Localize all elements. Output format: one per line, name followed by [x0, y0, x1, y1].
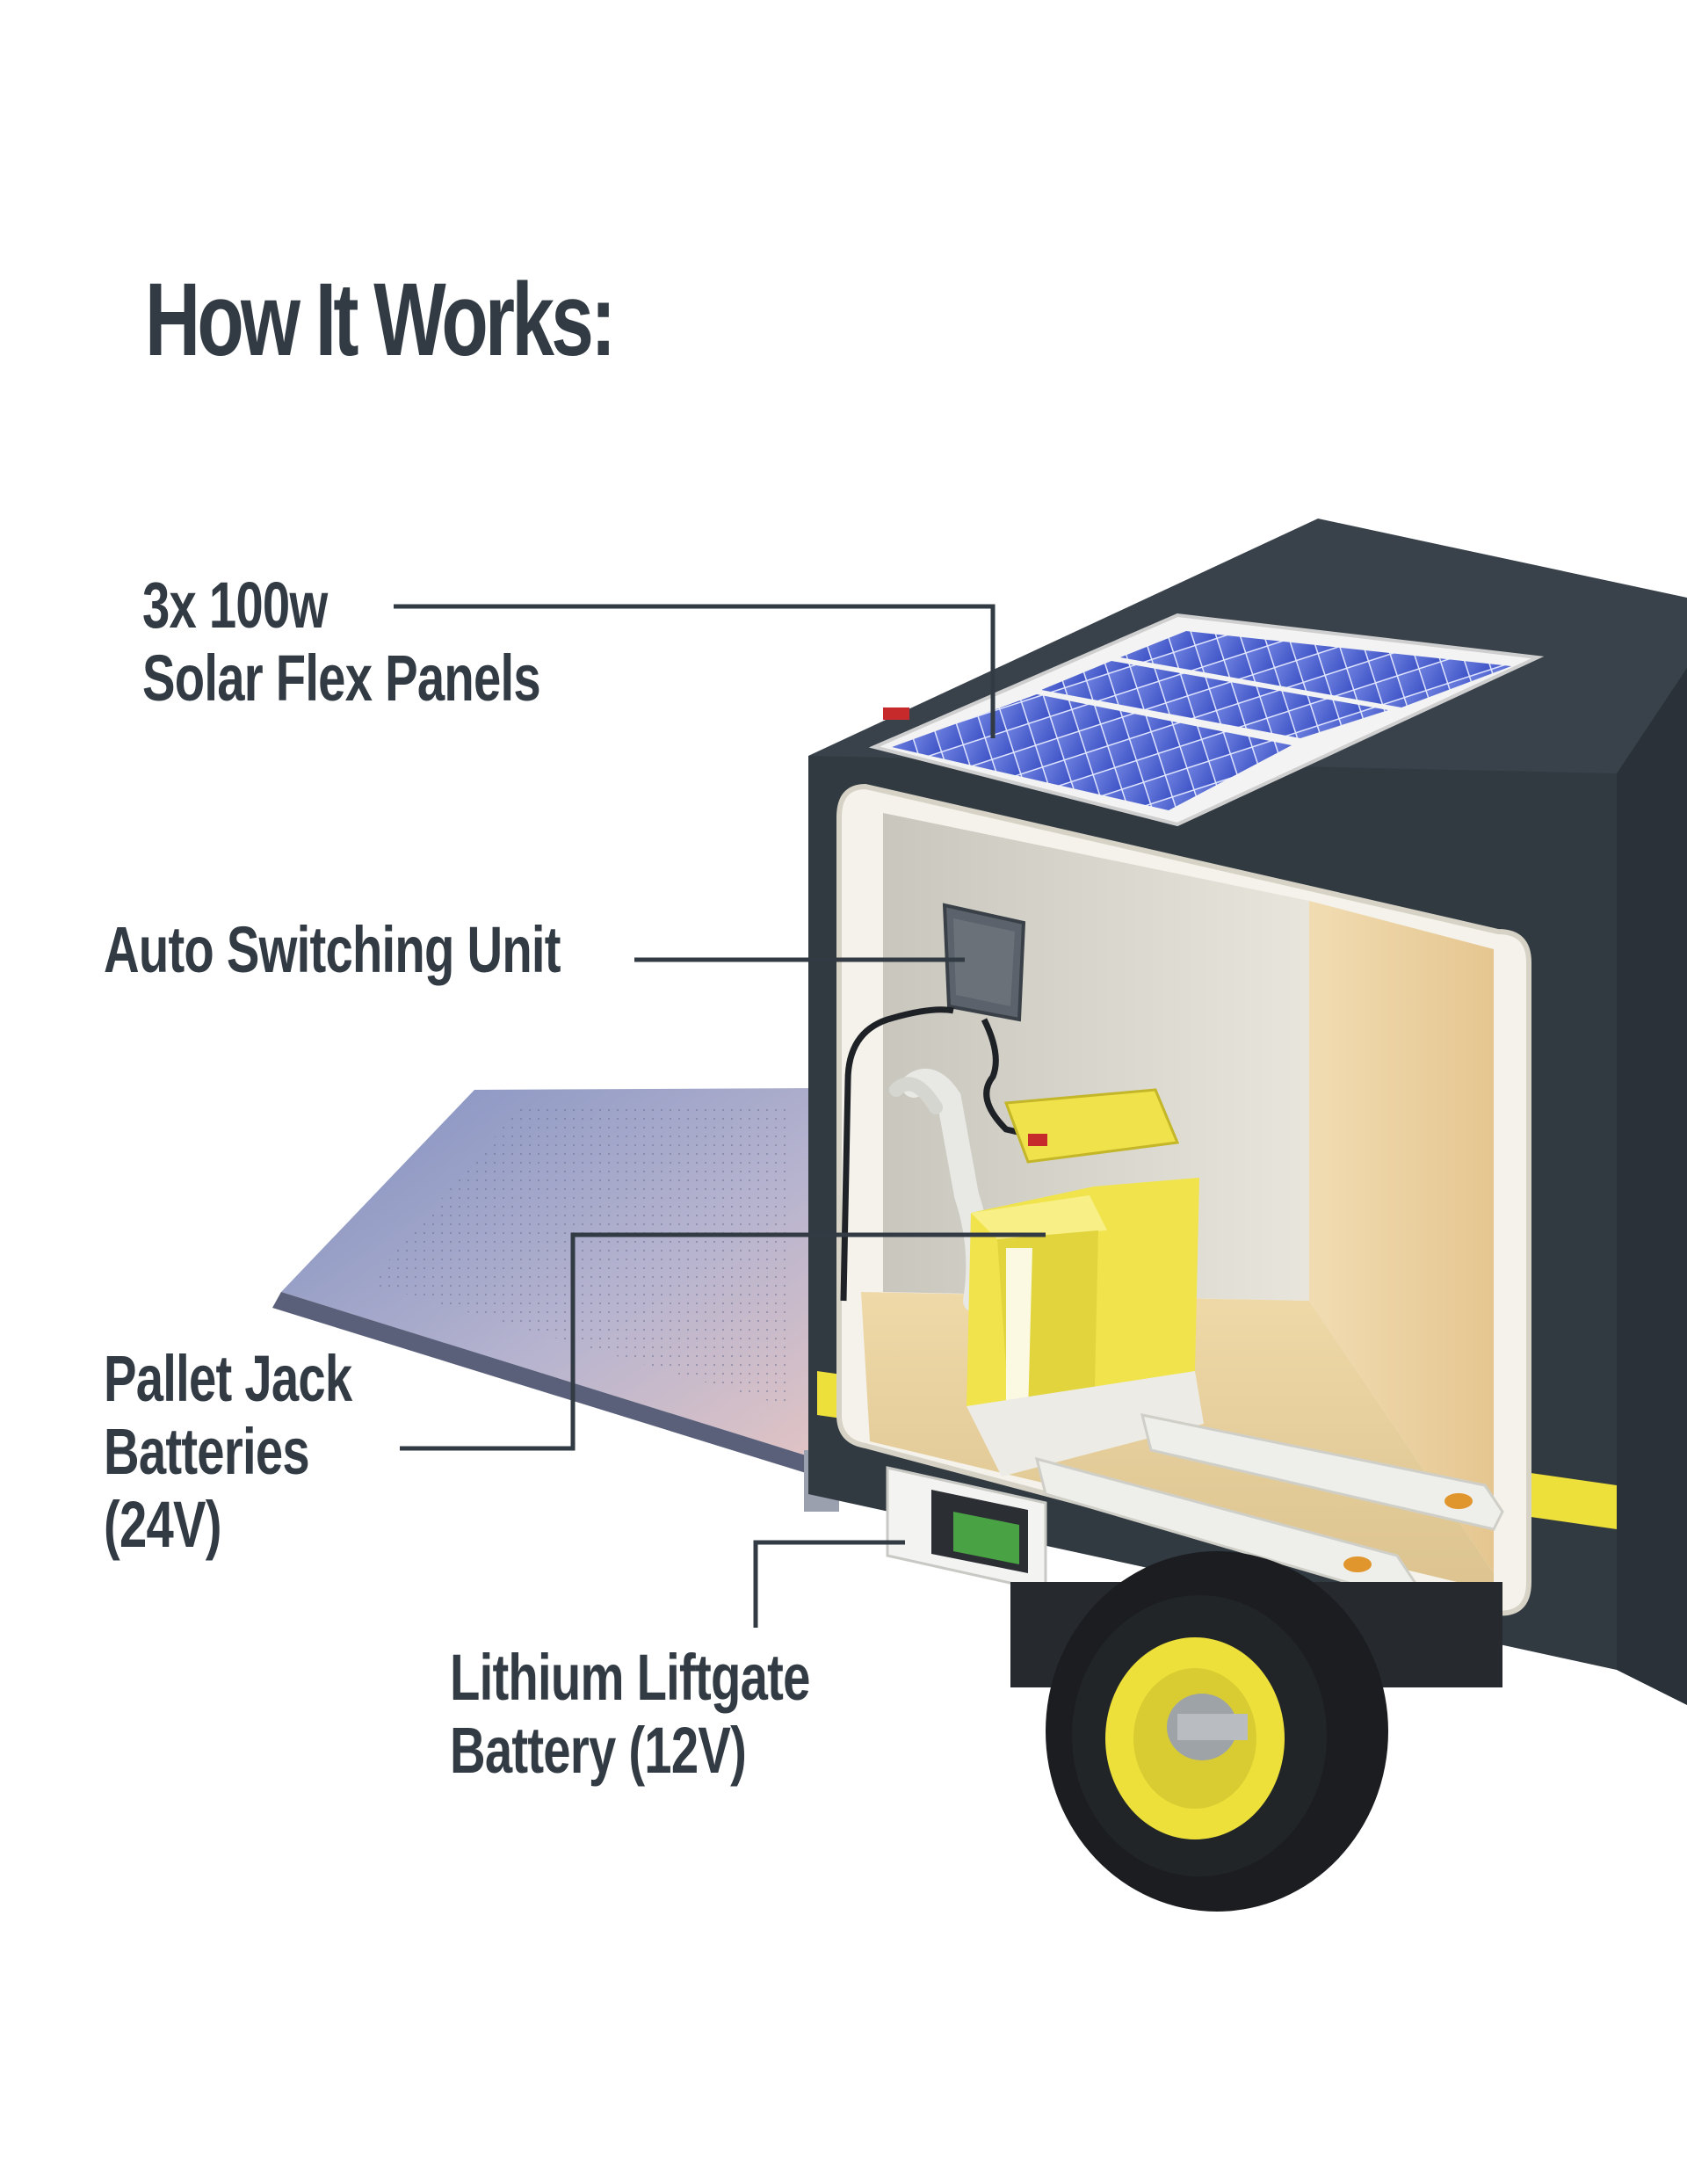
auto-switching-unit-label: Auto Switching Unit [104, 913, 561, 987]
pallet-label-line1: Pallet Jack [104, 1342, 352, 1415]
solar-label-line2: Solar Flex Panels [142, 641, 541, 715]
pallet-label-line3: (24V) [104, 1487, 221, 1561]
lithium-label-line1: Lithium Liftgate [450, 1641, 810, 1714]
pallet-leader-line [400, 1232, 1046, 1451]
leader-lines [394, 604, 1046, 1628]
solar-panels-label: 3x 100w Solar Flex Panels [142, 569, 541, 715]
pallet-jack [889, 1069, 1504, 1601]
switch-label-line1: Auto Switching Unit [104, 913, 561, 986]
pallet-jack-batteries-label: Pallet Jack Batteries (24V) [104, 1342, 352, 1562]
liftgate-ramp [272, 1088, 839, 1512]
solar-leader-line [394, 604, 996, 738]
solar-label-line1: 3x 100w [142, 569, 328, 642]
lithium-leader-line [753, 1540, 905, 1628]
page-title: How It Works: [145, 262, 616, 378]
lithium-battery [886, 1466, 1047, 1593]
pallet-label-line2: Batteries [104, 1414, 310, 1488]
auto-switching-unit [840, 903, 1064, 1302]
truck-wheel [1010, 1551, 1502, 1912]
lithium-label-line2: Battery (12V) [450, 1713, 747, 1787]
lithium-battery-label: Lithium Liftgate Battery (12V) [450, 1641, 810, 1788]
